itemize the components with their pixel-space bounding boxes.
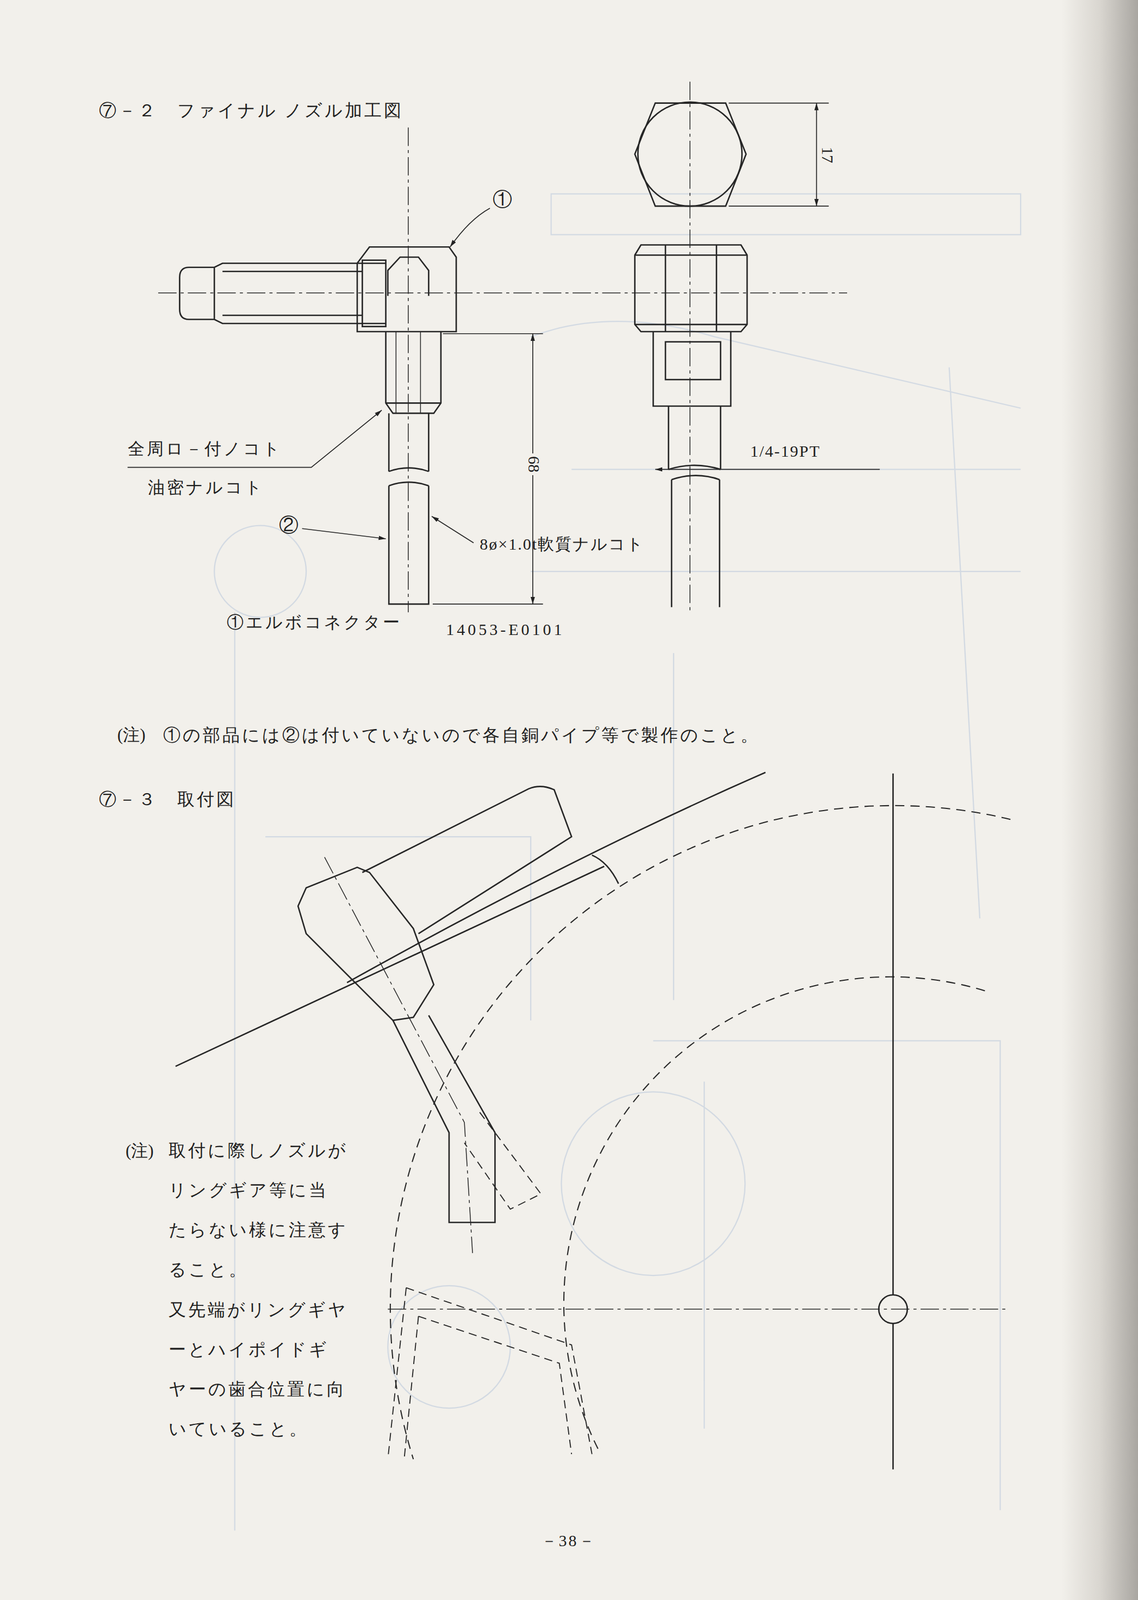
note: 又先端がリングギヤーとハイポイドギヤーの歯合位置に向いていること。 bbox=[168, 1290, 348, 1450]
note-mark: (注) bbox=[117, 724, 146, 745]
ghost-circle bbox=[387, 1285, 511, 1409]
pipe-spec: 8ø×1.0t軟質ナルコト bbox=[479, 534, 645, 555]
page-number: －38－ bbox=[540, 1531, 597, 1551]
callout-number: ② bbox=[278, 513, 299, 538]
ghost-circle bbox=[214, 525, 307, 618]
show-through bbox=[214, 194, 1021, 1532]
thread-body bbox=[386, 331, 441, 414]
page-shadow bbox=[1061, 0, 1138, 1600]
ghost-line bbox=[234, 612, 1001, 1531]
leader-line bbox=[450, 208, 490, 247]
note: 全周ロ－付ノコト bbox=[127, 438, 283, 459]
leader-line bbox=[431, 516, 474, 544]
section-heading: ⑦－３ 取付図 bbox=[98, 788, 236, 810]
elbow-head bbox=[357, 246, 457, 332]
dimension: 68 bbox=[524, 453, 544, 476]
nozzle bbox=[393, 1015, 496, 1223]
shank bbox=[668, 406, 721, 470]
barb-sleeve bbox=[362, 260, 386, 327]
center-line bbox=[158, 81, 848, 613]
installation-drawing bbox=[175, 772, 1011, 1470]
nozzle-alternate bbox=[464, 1112, 541, 1210]
elbow-cone bbox=[387, 257, 429, 296]
ghost-circle bbox=[561, 1091, 745, 1276]
thread-side bbox=[653, 331, 731, 407]
section-heading: ⑦－２ ファイナル ノズル加工図 bbox=[98, 100, 404, 121]
thread-spec: 1/4-19PT bbox=[750, 441, 821, 462]
elbow bbox=[297, 867, 434, 1021]
thread-window bbox=[665, 341, 721, 380]
note-mark: (注) bbox=[125, 1141, 154, 1162]
copper-pipe bbox=[388, 413, 429, 605]
leader-line bbox=[127, 410, 382, 468]
note: ①の部品には②は付いていないので各自銅パイプ等で製作のこと。 bbox=[163, 724, 761, 745]
leader-line bbox=[655, 469, 880, 471]
bore bbox=[395, 331, 421, 414]
axle-line bbox=[892, 773, 894, 1470]
part-name: ①エルボコネクター bbox=[226, 612, 402, 633]
leader-line bbox=[302, 528, 387, 539]
copper-pipe bbox=[671, 475, 720, 608]
nozzle-axis bbox=[324, 857, 473, 1254]
part-number: 14053-E0101 bbox=[445, 619, 565, 640]
callout-number: ① bbox=[492, 188, 513, 212]
machining-drawing bbox=[127, 81, 880, 613]
hex-side-view bbox=[635, 244, 748, 332]
dimension: 17 bbox=[817, 144, 838, 166]
ring-gear-outline bbox=[390, 805, 1011, 1460]
dimension-line bbox=[816, 103, 818, 207]
hose-barb bbox=[179, 263, 386, 324]
break-line bbox=[388, 468, 429, 487]
note: 油密ナルコト bbox=[147, 477, 265, 499]
pipe-edge bbox=[175, 866, 605, 1067]
pinion-teeth bbox=[387, 1288, 592, 1460]
hex-chamfer-circle bbox=[637, 102, 742, 207]
dimension-line bbox=[728, 103, 829, 207]
center-line bbox=[387, 1308, 1006, 1310]
note: 取付に際しノズルがリングギア等に当たらない様に注意すること。 bbox=[168, 1130, 348, 1291]
ring-gear-pitch bbox=[563, 977, 985, 1450]
ring-outline bbox=[346, 772, 766, 984]
ghost-line bbox=[530, 194, 1021, 1001]
